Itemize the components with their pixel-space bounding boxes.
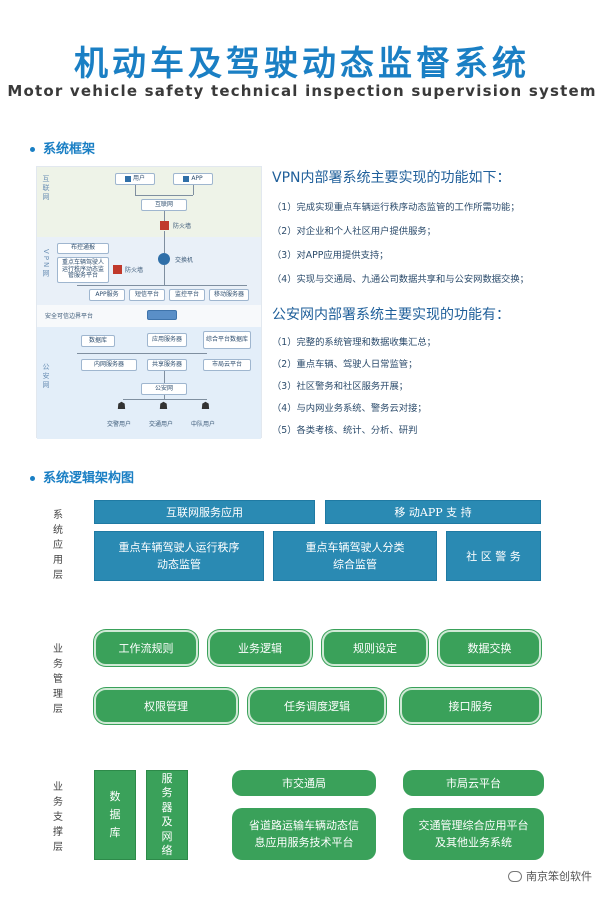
vpn-node: 监控平台 (169, 289, 205, 301)
app-block-internet: 互联网服务应用 (94, 500, 315, 524)
biz-block-logic: 业务逻辑 (208, 630, 312, 666)
switch-label: 交换机 (175, 257, 194, 264)
vpn-item: （1）完成实现重点车辆运行秩序动态监管的工作所需功能； (272, 202, 520, 213)
user-icon: ☗ (117, 401, 126, 412)
phone-icon (183, 176, 190, 182)
vpn-item: （2）对企业和个人社区用户提供服务； (272, 226, 436, 237)
gateway-icon (147, 310, 177, 320)
vpn-item: （3）对APP应用提供支持； (272, 250, 389, 261)
support-block-traffic-platform: 交通管理综合应用平台 及其他业务系统 (403, 808, 544, 860)
firewall-label: 防火墙 (173, 223, 192, 230)
firewall-icon (160, 221, 169, 230)
wire (164, 265, 165, 285)
layer-label-biz: 业务管理层 (53, 644, 63, 715)
vpn-item: （4）实现与交通局、九通公司数据共享和与公安网数据交换； (272, 274, 529, 285)
wire (193, 185, 194, 195)
support-block-transport: 市交通局 (232, 770, 376, 796)
police-node: 共享服务器 (147, 359, 187, 371)
section-heading-framework: 系统框架 (30, 138, 95, 157)
biz-block-exchange: 数据交换 (438, 630, 541, 666)
user-icon (124, 176, 131, 182)
vpn-node: 短信平台 (129, 289, 165, 301)
police-node: 应用服务器 (147, 333, 187, 347)
vpn-heading: VPN内部署系统主要实现的功能如下： (272, 170, 511, 186)
police-item: （5）各类考核、统计、分析、研判 (272, 425, 418, 436)
bullet-icon (30, 147, 35, 152)
biz-block-permission: 权限管理 (94, 688, 238, 724)
police-node: 市局云平台 (203, 359, 251, 371)
app-block-community: 社 区 警 务 (446, 531, 541, 581)
wire (164, 371, 165, 383)
support-block-road-platform: 省道路运输车辆动态信 息应用服务技术平台 (232, 808, 376, 860)
page-subtitle: Motor vehicle safety technical inspectio… (7, 82, 597, 100)
user-icon: ☗ (159, 401, 168, 412)
network-diagram: 互联网 VPN网 公安网 用户 APP 互联网 防火墙 交换机 布控通报 重点车… (36, 166, 262, 439)
wire (135, 195, 193, 196)
support-block-cloud: 市局云平台 (403, 770, 544, 796)
page-title: 机动车及驾驶动态监督系统 (74, 44, 530, 84)
support-block-database: 数 据 库 (94, 770, 136, 860)
user-label: 交警用户 (107, 421, 132, 428)
police-item: （3）社区警务和社区服务开展； (272, 381, 409, 392)
section-heading-label: 系统框架 (43, 142, 96, 157)
biz-block-scheduling: 任务调度逻辑 (248, 688, 386, 724)
public-net-node: 公安网 (141, 383, 187, 395)
users-node: 用户 (115, 173, 155, 185)
firewall-icon (113, 265, 122, 274)
vpn-sys-node: 重点车辆驾驶人运行秩序动态监管服务平台 (57, 257, 109, 283)
support-block-server: 服 务 器 及 网 络 (146, 770, 188, 860)
switch-icon (158, 253, 170, 265)
user-label: 交通用户 (149, 421, 174, 428)
biz-block-interface: 接口服务 (400, 688, 541, 724)
wire (164, 231, 165, 253)
zone-internet-label: 互联网 (42, 175, 50, 202)
police-node: 综合平台数据库 (203, 331, 251, 349)
wire (123, 399, 207, 400)
wire (164, 395, 165, 399)
wechat-icon (508, 870, 522, 882)
wire (164, 211, 165, 225)
bullet-icon (30, 476, 35, 481)
zone-vpn-label: VPN网 (42, 249, 50, 279)
border-label: 安全可信边界平台 (45, 313, 94, 320)
vpn-node: 移动服务器 (209, 289, 249, 301)
biz-block-workflow: 工作流规则 (94, 630, 198, 666)
user-icon: ☗ (201, 401, 210, 412)
layer-label-app: 系统应用层 (53, 510, 63, 581)
vpn-biz-node: 布控通报 (57, 243, 109, 254)
vpn-node: APP服务 (89, 289, 125, 301)
layer-label-support: 业务支撑层 (53, 782, 63, 853)
user-label: 中队用户 (191, 421, 216, 428)
app-block-mobile: 移 动APP 支 持 (325, 500, 541, 524)
firewall2-label: 防火墙 (125, 267, 144, 274)
police-item: （2）重点车辆、驾驶人日常监管； (272, 359, 418, 370)
app-block-classify: 重点车辆驾驶人分类 综合监管 (273, 531, 437, 581)
police-node: 内网服务器 (81, 359, 137, 371)
wire (77, 353, 207, 354)
police-node: 数据库 (81, 335, 115, 347)
police-heading: 公安网内部署系统主要实现的功能有： (272, 307, 510, 323)
wire (77, 285, 247, 286)
app-node: APP (173, 173, 213, 185)
watermark-label: 南京笨创软件 (526, 870, 592, 883)
wire (135, 185, 136, 195)
section-heading-logic: 系统逻辑架构图 (30, 467, 134, 486)
police-item: （1）完整的系统管理和数据收集汇总； (272, 337, 436, 348)
watermark: 南京笨创软件 (508, 868, 592, 884)
app-block-monitor: 重点车辆驾驶人运行秩序 动态监管 (94, 531, 264, 581)
zone-police-label: 公安网 (42, 363, 50, 390)
section-heading-label: 系统逻辑架构图 (43, 471, 135, 486)
biz-block-rules: 规则设定 (322, 630, 428, 666)
internet-node: 互联网 (141, 199, 187, 211)
police-item: （4）与内网业务系统、警务云对接； (272, 403, 427, 414)
